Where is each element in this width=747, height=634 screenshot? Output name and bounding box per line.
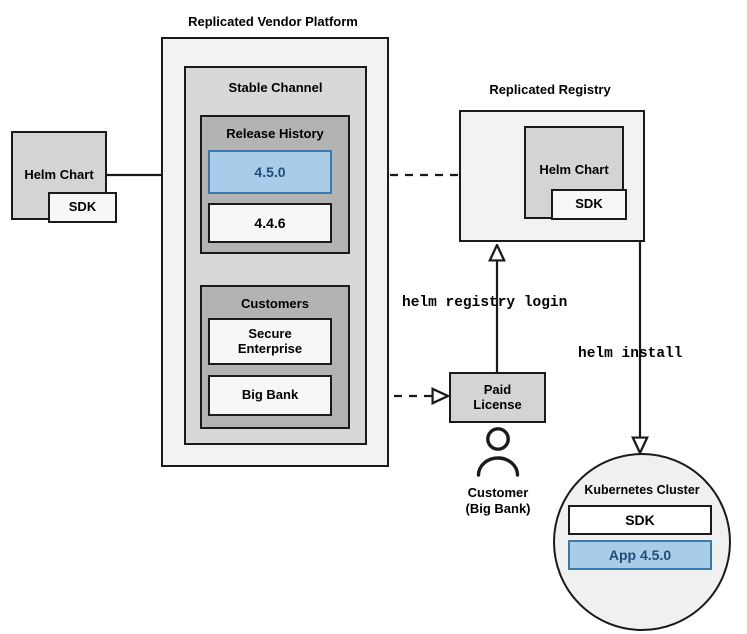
replicated-registry-title: Replicated Registry bbox=[489, 82, 611, 97]
paid-license-line1: Paid bbox=[483, 381, 512, 397]
source-sdk-box[interactable]: SDK bbox=[48, 192, 117, 223]
paid-license-box[interactable]: Paid License bbox=[449, 372, 546, 423]
source-sdk-label: SDK bbox=[68, 199, 97, 215]
registry-sdk-label: SDK bbox=[575, 196, 603, 212]
cluster-sdk-box[interactable]: SDK bbox=[568, 505, 712, 535]
helm-install-command: helm install bbox=[578, 346, 683, 362]
release-version-label: 4.4.6 bbox=[254, 214, 286, 231]
customer-name-line2: Enterprise bbox=[237, 340, 303, 356]
registry-helm-chart-label: Helm Chart bbox=[539, 162, 609, 177]
registry-sdk-box[interactable]: SDK bbox=[551, 189, 627, 220]
release-history-label: Release History bbox=[226, 126, 324, 141]
paid-license-line2: License bbox=[473, 396, 522, 412]
source-helm-chart-label: Helm Chart bbox=[24, 167, 94, 182]
customer-actor-line1: Customer bbox=[467, 485, 529, 500]
vendor-platform-title: Replicated Vendor Platform bbox=[188, 14, 358, 29]
helm-registry-login-command: helm registry login bbox=[402, 295, 568, 311]
release-item-4-5-0[interactable]: 4.5.0 bbox=[208, 150, 332, 194]
person-icon bbox=[476, 427, 520, 477]
kubernetes-cluster-label: Kubernetes Cluster bbox=[584, 483, 700, 497]
customer-name-line1: Secure bbox=[248, 325, 292, 341]
cluster-sdk-label: SDK bbox=[625, 511, 655, 528]
cluster-app-box[interactable]: App 4.5.0 bbox=[568, 540, 712, 570]
release-item-4-4-6[interactable]: 4.4.6 bbox=[208, 203, 332, 243]
stable-channel-label: Stable Channel bbox=[228, 80, 323, 95]
customer-name-line1: Big Bank bbox=[241, 387, 299, 403]
customers-label: Customers bbox=[241, 296, 309, 311]
release-version-label: 4.5.0 bbox=[254, 163, 286, 180]
customer-item-big-bank[interactable]: Big Bank bbox=[208, 375, 332, 416]
customer-actor-line2: (Big Bank) bbox=[465, 501, 531, 516]
cluster-app-label: App 4.5.0 bbox=[608, 546, 672, 563]
customer-item-secure-enterprise[interactable]: Secure Enterprise bbox=[208, 318, 332, 365]
